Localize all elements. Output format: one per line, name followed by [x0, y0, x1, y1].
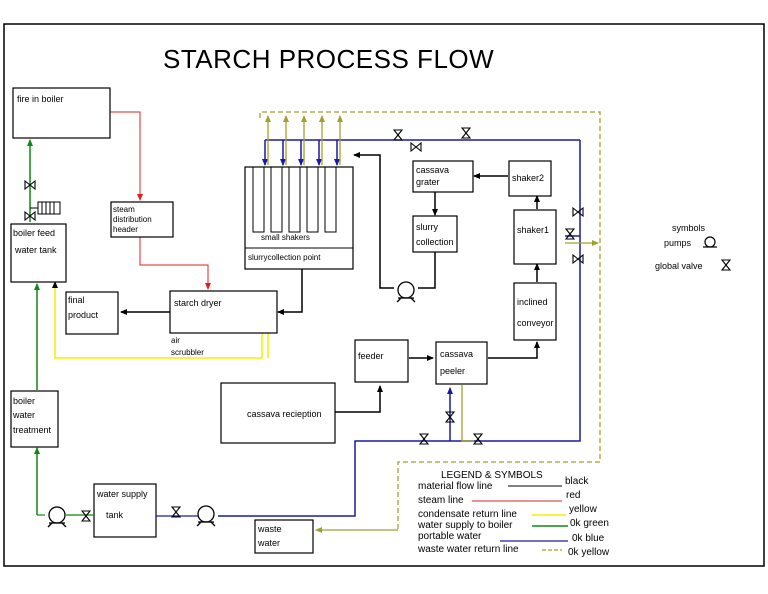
svg-text:symbols: symbols	[672, 223, 706, 233]
valve-icons	[24, 127, 584, 522]
svg-text:water: water	[12, 410, 35, 420]
page-title: STARCH PROCESS FLOW	[163, 44, 494, 74]
svg-text:0k blue: 0k blue	[572, 533, 605, 544]
svg-text:steam line: steam line	[418, 495, 464, 506]
svg-text:steam: steam	[113, 205, 135, 214]
valve-icon	[24, 179, 36, 191]
cassava-peeler-box: cassava peeler	[435, 341, 488, 385]
svg-text:final: final	[68, 295, 85, 305]
svg-text:water supply to boiler: water supply to boiler	[417, 520, 513, 531]
pump-icon	[196, 505, 216, 527]
fire-in-boiler-box: fire in boiler	[12, 87, 111, 139]
portable-water-lines	[218, 139, 581, 517]
valve-icon	[472, 433, 484, 445]
valve-icon	[572, 253, 584, 265]
water-supply-tank-box: water supply tank	[93, 483, 157, 538]
svg-text:cassava: cassava	[440, 349, 473, 359]
svg-text:boiler: boiler	[13, 396, 35, 406]
svg-text:portable water: portable water	[418, 531, 482, 542]
pump-icon	[47, 506, 67, 528]
boiler-water-lines	[27, 139, 40, 515]
svg-text:slurry: slurry	[416, 222, 438, 232]
svg-text:starch dryer: starch dryer	[174, 298, 222, 308]
legend-heading: LEGEND & SYMBOLS	[441, 470, 543, 481]
svg-text:shaker2: shaker2	[512, 173, 544, 183]
inclined-conveyor-box: inclined conveyor	[513, 282, 557, 341]
valve-icon	[410, 141, 422, 153]
starch-dryer-box: starch dryer air scrubbler	[169, 290, 278, 357]
svg-text:water: water	[257, 538, 280, 548]
pump-icon	[396, 281, 416, 303]
svg-text:peeler: peeler	[440, 366, 465, 376]
valve-icon	[460, 127, 472, 139]
valve-icon	[564, 228, 576, 240]
fire-in-boiler-label: fire in boiler	[17, 94, 64, 104]
steam-distribution-header-box: steam distribution header	[110, 201, 174, 238]
svg-text:collection: collection	[416, 237, 454, 247]
svg-text:0k yellow: 0k yellow	[568, 547, 610, 558]
material-flow-lines	[120, 152, 540, 413]
svg-text:red: red	[566, 490, 580, 501]
svg-text:condensate return line: condensate return line	[418, 509, 517, 520]
svg-text:inclined: inclined	[517, 297, 548, 307]
valve-icon	[572, 206, 584, 218]
svg-text:cassava: cassava	[416, 165, 449, 175]
svg-text:0k green: 0k green	[570, 518, 609, 529]
boiler-feed-tank-box: boiler feed water tank	[10, 223, 67, 283]
svg-text:shaker1: shaker1	[517, 225, 549, 235]
svg-text:material flow line: material flow line	[418, 481, 493, 492]
symbols-key: symbols pumps global valve	[655, 223, 732, 271]
svg-text:boiler feed: boiler feed	[13, 228, 55, 238]
valve-icon	[720, 259, 732, 271]
svg-text:grater: grater	[416, 177, 440, 187]
svg-text:water tank: water tank	[14, 245, 57, 255]
svg-text:treatment: treatment	[13, 425, 52, 435]
valve-icon	[80, 510, 92, 522]
cassava-reception-box: cassava recieption	[220, 382, 336, 444]
slurry-collection-point-label: slurrycollection point	[248, 253, 321, 262]
svg-text:header: header	[113, 225, 138, 234]
valve-icon	[24, 210, 36, 222]
condensate-lines	[52, 281, 269, 359]
steam-lines	[110, 111, 211, 290]
valve-icon	[392, 129, 404, 141]
svg-text:water supply: water supply	[96, 489, 148, 499]
svg-text:air: air	[171, 336, 180, 345]
legend: LEGEND & SYMBOLS material flow line blac…	[417, 470, 610, 558]
shaker2-box: shaker2	[508, 160, 552, 197]
svg-text:waste: waste	[257, 524, 282, 534]
burner-icon	[30, 201, 61, 215]
svg-text:global valve: global valve	[655, 261, 703, 271]
waste-water-box: waste water	[254, 519, 314, 554]
feeder-box: feeder	[354, 339, 409, 383]
svg-text:black: black	[565, 476, 589, 487]
svg-text:conveyor: conveyor	[517, 318, 554, 328]
svg-text:distribution: distribution	[113, 215, 152, 224]
valve-icon	[170, 506, 182, 518]
shaker1-box: shaker1	[513, 209, 557, 265]
valve-icon	[444, 411, 456, 423]
valve-icon	[418, 433, 430, 445]
small-shakers-label: small shakers	[261, 233, 310, 242]
svg-text:feeder: feeder	[358, 351, 384, 361]
svg-text:waste water return line: waste water return line	[417, 544, 519, 555]
svg-text:tank: tank	[106, 510, 124, 520]
svg-text:cassava recieption: cassava recieption	[247, 409, 322, 419]
small-shakers-box: small shakers slurrycollection point	[244, 166, 354, 270]
svg-text:yellow: yellow	[569, 504, 598, 515]
cassava-grater-box: cassava grater	[412, 160, 474, 193]
svg-text:product: product	[68, 310, 99, 320]
boiler-water-treatment-box: boiler water treatment	[10, 390, 59, 448]
svg-text:pumps: pumps	[664, 238, 692, 248]
slurry-collection-box: slurry collection	[412, 215, 458, 253]
svg-text:scrubbler: scrubbler	[171, 348, 204, 357]
waste-water-lines	[259, 111, 601, 533]
outer-frame	[3, 23, 765, 567]
pump-icon	[703, 236, 717, 248]
final-product-box: final product	[65, 291, 119, 335]
